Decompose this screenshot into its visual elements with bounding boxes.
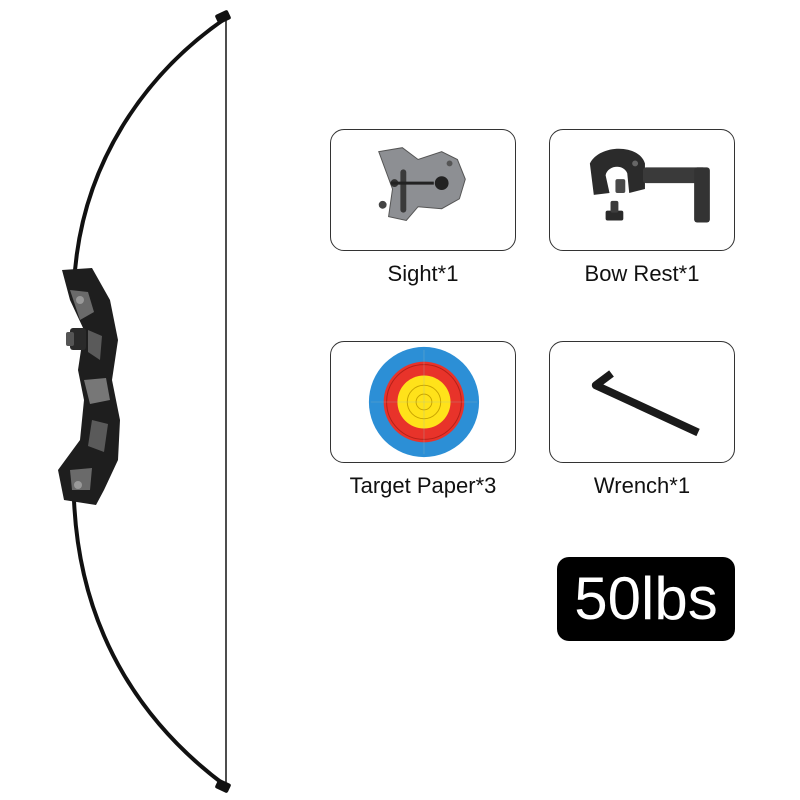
bow-riser xyxy=(58,268,120,505)
bow-rest-icon xyxy=(589,148,710,223)
target-paper-icon xyxy=(368,346,480,458)
wrench-icon xyxy=(591,370,700,437)
recurve-bow-image xyxy=(58,10,231,793)
draw-weight-badge: 50lbs xyxy=(557,557,735,641)
lower-limb xyxy=(72,499,228,788)
target-paper-card xyxy=(330,341,516,463)
sight-caption: Sight*1 xyxy=(387,261,459,286)
wrench-caption: Wrench*1 xyxy=(593,473,691,498)
upper-limb xyxy=(72,16,228,286)
sight-card xyxy=(330,129,516,251)
bow-rest-caption: Bow Rest*1 xyxy=(584,261,700,286)
sight-icon xyxy=(378,147,466,222)
bow-rest-card xyxy=(549,129,735,251)
target-paper-caption: Target Paper*3 xyxy=(349,473,497,498)
wrench-card xyxy=(549,341,735,463)
